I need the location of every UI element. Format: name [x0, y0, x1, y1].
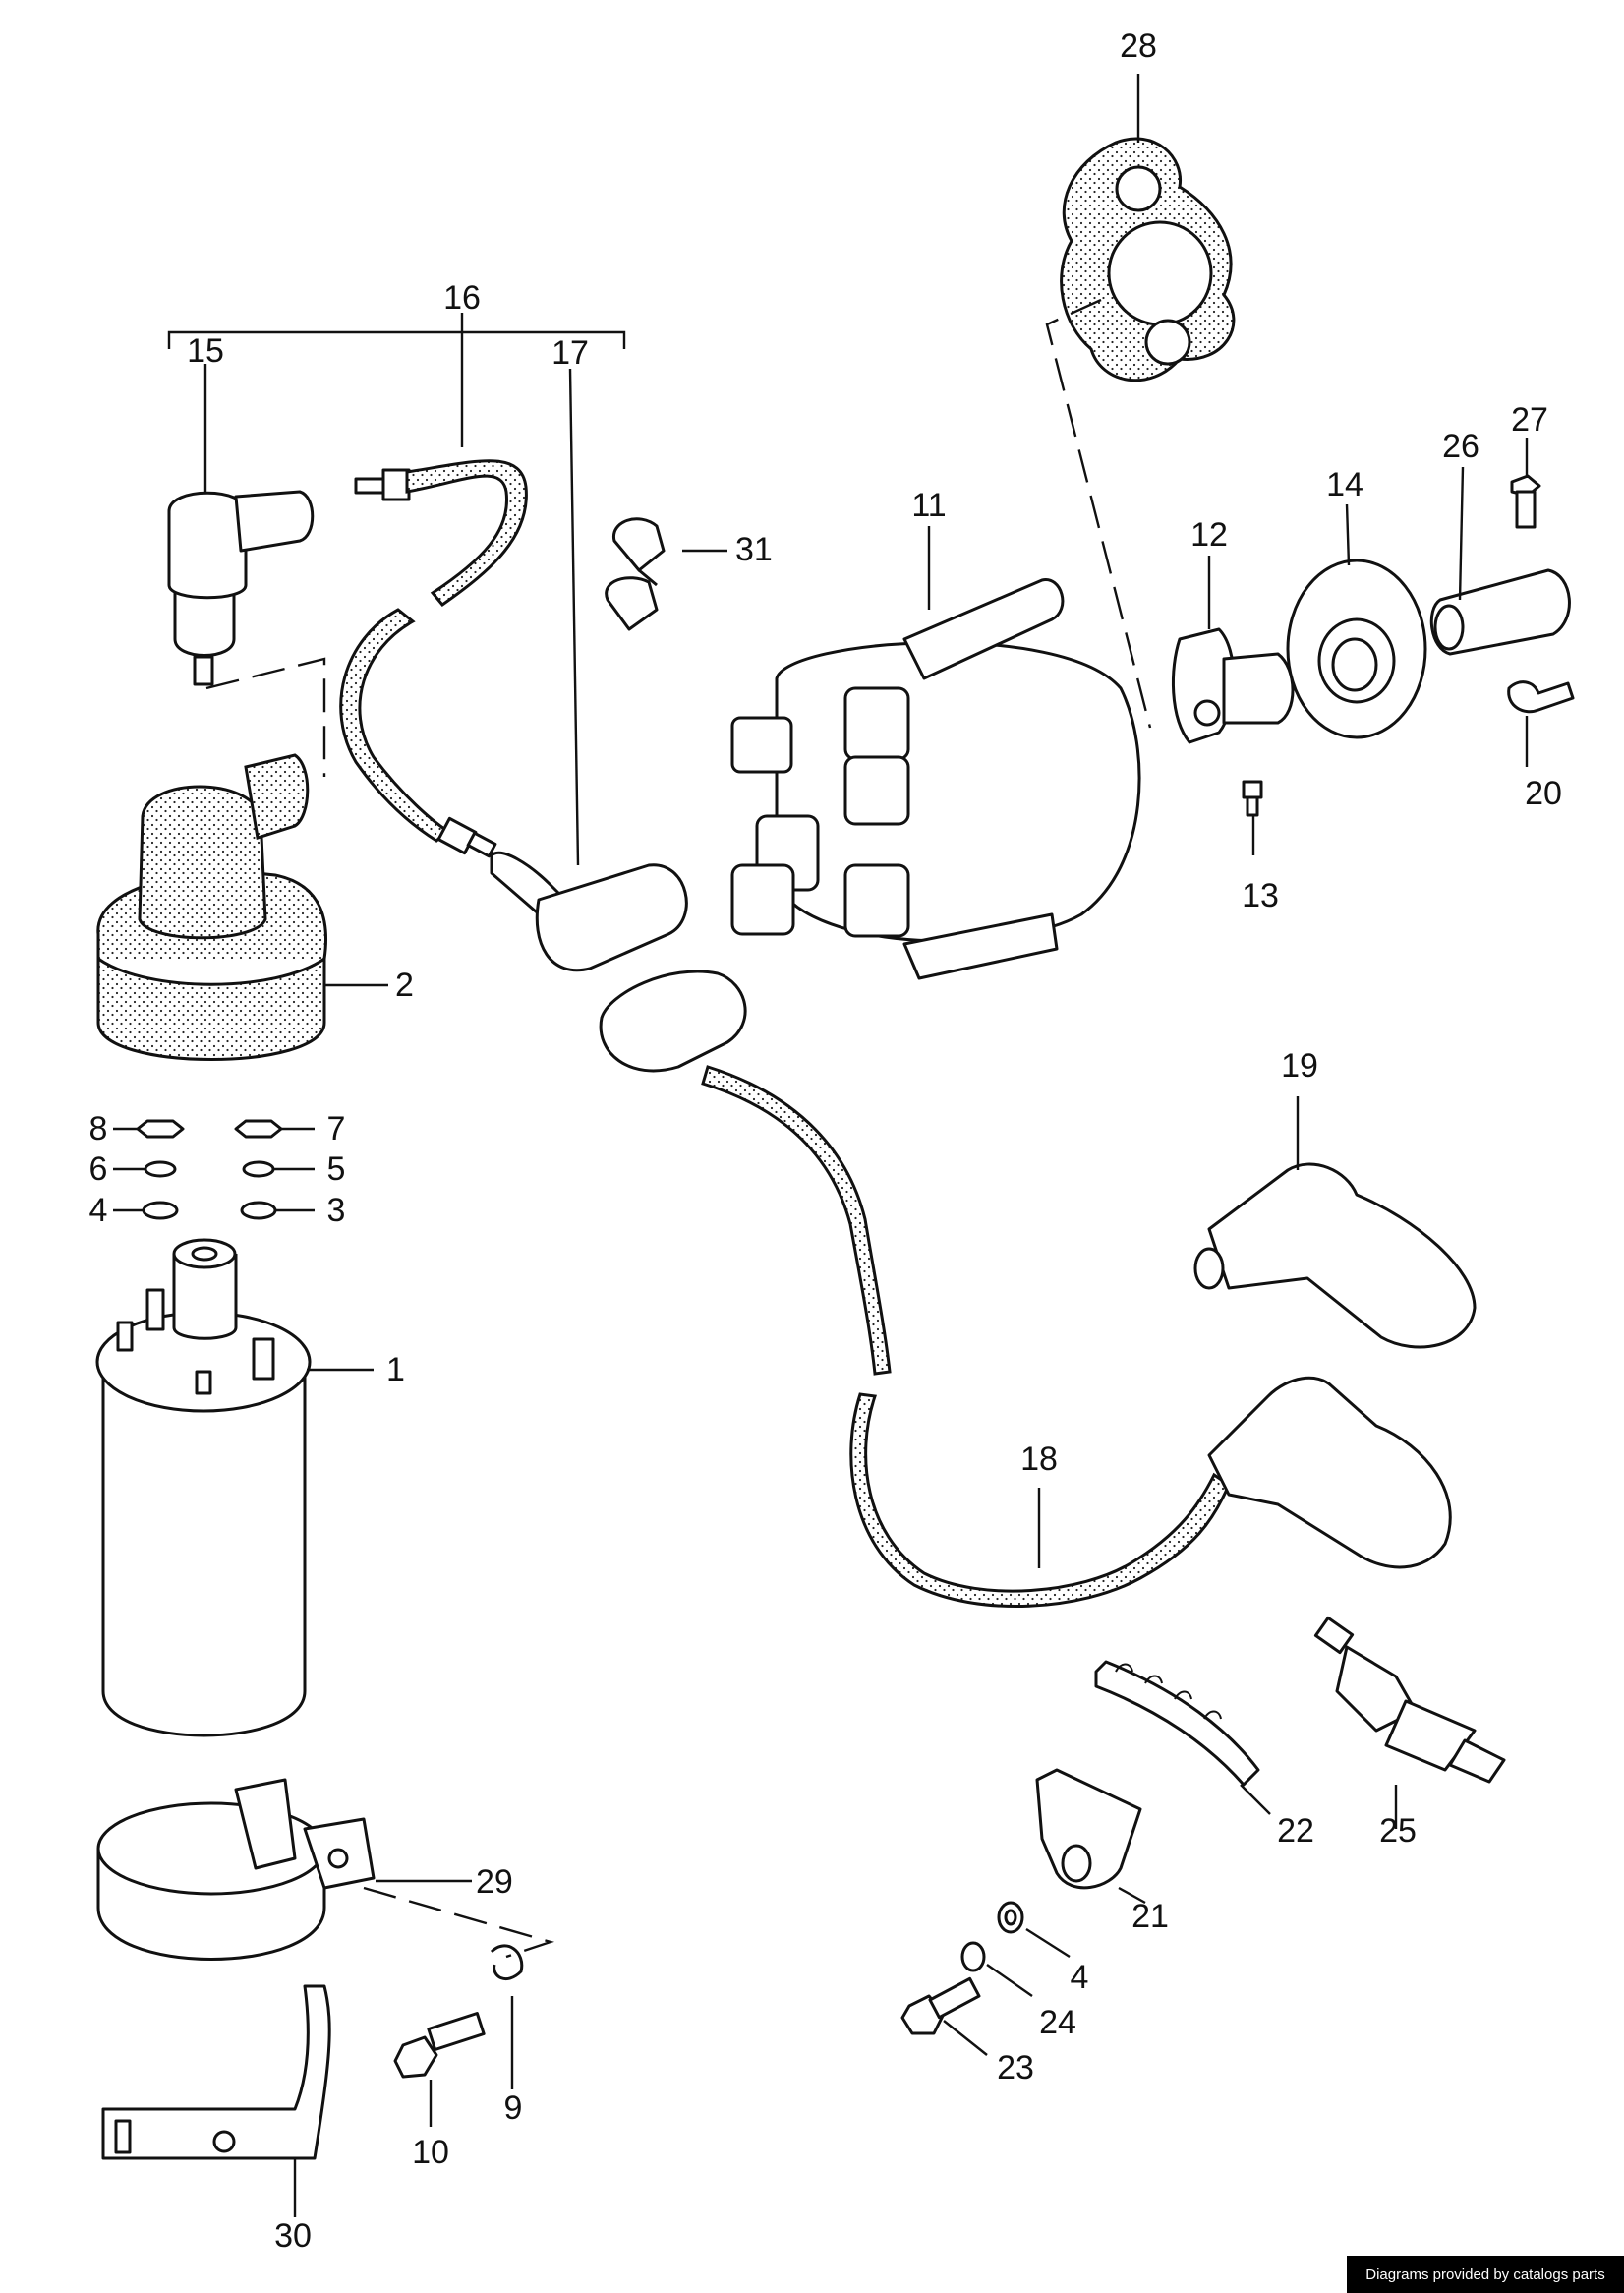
callout-15: 15 [187, 332, 224, 370]
callout-5: 5 [327, 1150, 346, 1188]
bracket-21-part [1035, 1768, 1142, 1890]
callout-31: 31 [735, 531, 773, 568]
callout-23: 23 [997, 2049, 1034, 2087]
bolt-23-part [900, 1976, 981, 2035]
nuts-washers-part [136, 1119, 283, 1220]
callout-18: 18 [1020, 1440, 1058, 1478]
clip-31-part [605, 517, 666, 631]
callout-16: 16 [443, 279, 481, 317]
washer-4-part [997, 1901, 1024, 1934]
callout-13: 13 [1242, 877, 1279, 914]
callout-19: 19 [1281, 1047, 1318, 1085]
callout-20: 20 [1525, 775, 1562, 812]
callout-28: 28 [1120, 28, 1157, 65]
ignition-coil-part [95, 1238, 312, 1737]
connector-15-part [167, 490, 315, 686]
circlip-9-part [490, 1944, 524, 1981]
callout-labels: 28 16 15 17 27 26 14 11 12 31 20 13 2 19… [89, 28, 1562, 2255]
dust-shield-part [1286, 559, 1427, 739]
callout-22: 22 [1277, 1812, 1314, 1850]
connector-17-part [490, 851, 688, 972]
callout-11: 11 [911, 487, 946, 524]
callout-4-washer: 4 [1071, 1959, 1089, 1996]
callout-6: 6 [89, 1150, 108, 1188]
callout-26: 26 [1442, 428, 1479, 465]
credit-footer: Diagrams provided by catalogs parts [1347, 2256, 1624, 2293]
sleeve-26-part [1429, 568, 1571, 656]
distributor-cap-part [730, 578, 1141, 980]
bolt-10-part [393, 2012, 486, 2079]
half-clamp-part [101, 1984, 331, 2160]
callout-12: 12 [1190, 516, 1228, 554]
ignition-lead-18-part [599, 970, 1452, 1609]
coil-boot-part [96, 753, 328, 1061]
callout-14: 14 [1326, 466, 1363, 503]
callout-21: 21 [1131, 1898, 1169, 1935]
callout-29: 29 [476, 1863, 513, 1901]
leader-lines [113, 74, 1529, 2217]
lock-washer-24-part [960, 1941, 986, 1972]
screw-27-part [1510, 474, 1541, 529]
cable-16-part [339, 459, 528, 858]
callout-8: 8 [89, 1110, 108, 1147]
callout-27: 27 [1511, 401, 1548, 439]
callout-2: 2 [395, 967, 414, 1004]
callout-9: 9 [504, 2089, 523, 2127]
spark-plug-part [1313, 1616, 1506, 1784]
callout-17: 17 [551, 334, 589, 372]
connector-19-part [1193, 1162, 1477, 1349]
part-20 [1507, 680, 1575, 714]
callout-1: 1 [386, 1351, 405, 1388]
callout-24: 24 [1039, 2004, 1076, 2041]
callout-10: 10 [412, 2134, 449, 2171]
screw-13-part [1242, 780, 1263, 817]
callout-25: 25 [1379, 1812, 1417, 1850]
callout-4: 4 [89, 1192, 108, 1229]
callout-3: 3 [327, 1192, 346, 1229]
callout-30: 30 [274, 2217, 312, 2255]
strap-clamp-part [96, 1778, 376, 1961]
rotor-part [1172, 627, 1295, 744]
bracket-22-part [1094, 1660, 1260, 1787]
callout-7: 7 [327, 1110, 346, 1147]
gasket-part [1060, 137, 1236, 382]
